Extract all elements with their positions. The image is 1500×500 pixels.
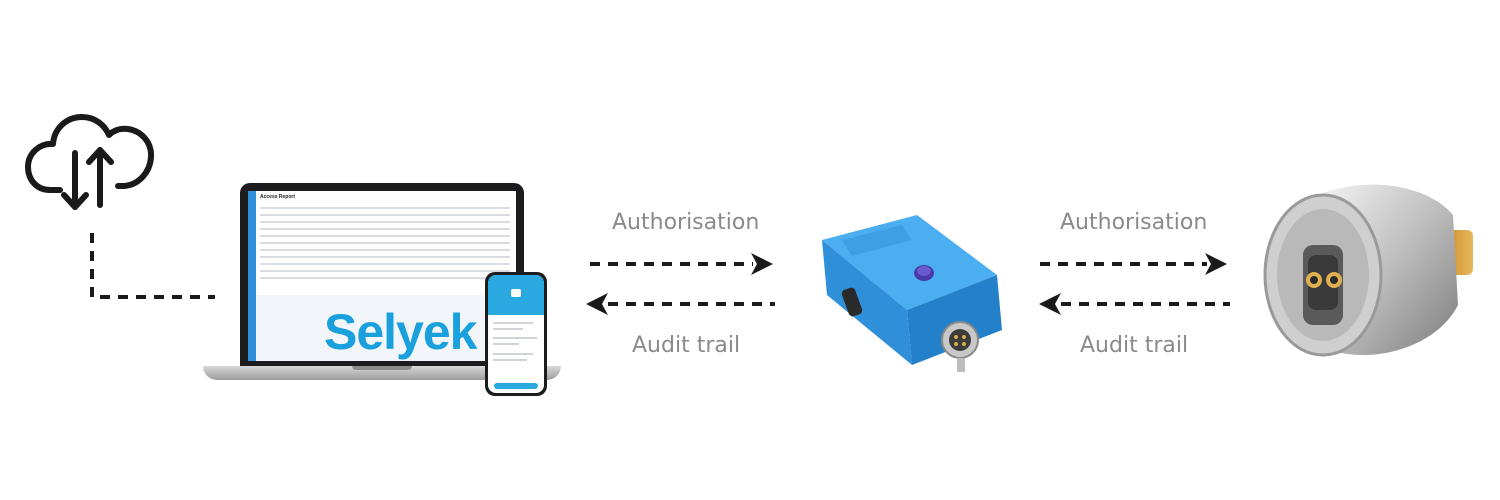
- table-row: [260, 256, 510, 258]
- phone-text-line: [493, 359, 527, 361]
- table-row: [260, 249, 510, 251]
- bluetooth-key-device: [822, 215, 1002, 372]
- phone-text-line: [493, 343, 519, 345]
- authorisation-label-right: Authorisation: [1060, 210, 1208, 235]
- table-row: [260, 221, 510, 223]
- phone-screen: [488, 275, 544, 393]
- brand-logo: Selyek: [324, 304, 477, 360]
- cloud-sync-icon: [25, 114, 155, 210]
- cloud-connector-line: [90, 233, 215, 299]
- laptop-base: [203, 366, 561, 380]
- laptop: Access Report Selyek: [240, 183, 524, 366]
- phone-text-line: [493, 322, 533, 324]
- audit-arrow-right: [1039, 293, 1230, 315]
- table-row: [260, 277, 510, 279]
- phone-text-line: [493, 353, 533, 355]
- phone-action-button: [494, 383, 538, 389]
- phone-header: [488, 275, 544, 315]
- brand-logo-area: Selyek: [256, 295, 516, 361]
- table-row: [260, 270, 510, 272]
- phone-text-line: [493, 328, 523, 330]
- table-row: [260, 242, 510, 244]
- laptop-screen: Access Report Selyek: [248, 191, 516, 361]
- audit-arrow-left: [586, 293, 775, 315]
- authorisation-label-left: Authorisation: [612, 210, 760, 235]
- table-row: [260, 207, 510, 209]
- audit-trail-label-right: Audit trail: [1080, 333, 1189, 358]
- audit-trail-label-left: Audit trail: [632, 333, 741, 358]
- screen-title: Access Report: [260, 194, 296, 200]
- laptop-notch: [352, 366, 412, 370]
- lock-icon: [511, 289, 521, 297]
- screen-sidebar: [248, 191, 256, 361]
- table-row: [260, 263, 510, 265]
- smartphone: [485, 272, 547, 396]
- table-row: [260, 235, 510, 237]
- phone-text-line: [493, 337, 537, 339]
- authorisation-arrow-right: [1040, 253, 1227, 275]
- table-row: [260, 214, 510, 216]
- authorisation-arrow-left: [590, 253, 773, 275]
- table-row: [260, 228, 510, 230]
- lock-cylinder: [1263, 184, 1473, 357]
